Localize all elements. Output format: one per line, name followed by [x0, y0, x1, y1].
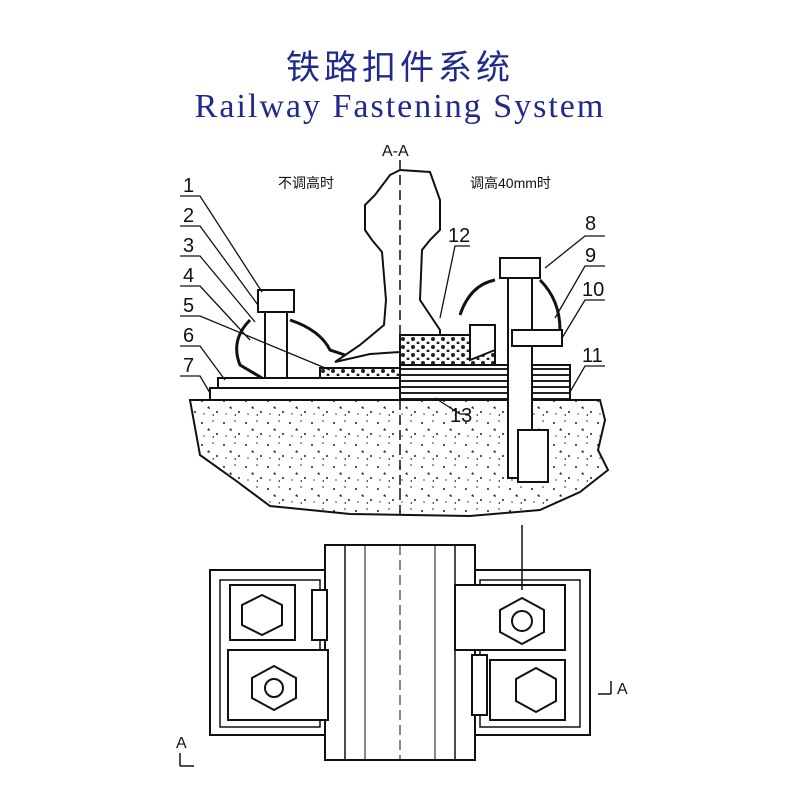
- callout-8: 8: [585, 213, 596, 235]
- callout-12: 12: [448, 225, 470, 247]
- bolt-bottom-right: [515, 666, 557, 714]
- callout-13: 13: [450, 405, 472, 427]
- callout-10: 10: [582, 279, 604, 301]
- callout-3: 3: [183, 235, 194, 257]
- section-view: [188, 160, 610, 520]
- plan-bolts: [241, 593, 557, 714]
- section-mark-bottom: A: [176, 735, 187, 752]
- section-marker-bottom: [179, 753, 194, 767]
- callout-6: 6: [183, 325, 194, 347]
- callout-4: 4: [183, 265, 194, 287]
- leader-lines: [180, 195, 605, 415]
- callout-11: 11: [582, 345, 603, 367]
- callout-5: 5: [183, 295, 194, 317]
- plan-view: [209, 525, 591, 761]
- concrete-sleeper: [188, 399, 610, 518]
- callout-2: 2: [183, 205, 194, 227]
- callout-7: 7: [183, 355, 194, 377]
- bolt-top-left: [241, 593, 283, 637]
- rail: [334, 168, 441, 363]
- callout-1: 1: [183, 175, 194, 197]
- left-note: 不调高时: [278, 175, 334, 191]
- section-marker-right: [598, 681, 612, 695]
- title-english: Railway Fastening System: [194, 88, 606, 125]
- left-clip: [235, 318, 346, 380]
- section-mark-right: A: [617, 681, 628, 698]
- right-note: 调高40mm时: [470, 175, 551, 191]
- right-clip: [458, 278, 562, 331]
- section-label: A-A: [382, 143, 409, 160]
- callout-9: 9: [585, 245, 596, 267]
- title-chinese: 铁路扣件系统: [286, 48, 514, 88]
